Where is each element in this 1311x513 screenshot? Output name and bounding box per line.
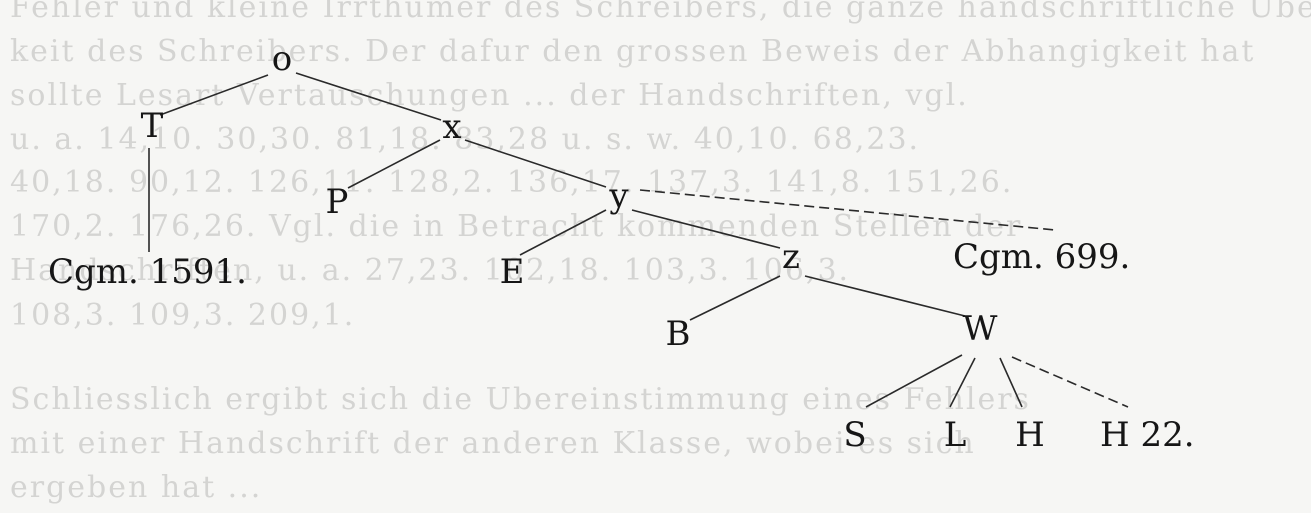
edge-W-H (999, 357, 1023, 408)
edge-x-P (347, 139, 441, 189)
edge-W-S (865, 354, 963, 408)
edge-W-H22 (1011, 356, 1129, 408)
node-x: x (442, 107, 461, 147)
node-H: H (1015, 415, 1045, 455)
edge-z-W (804, 275, 966, 317)
node-B: B (666, 314, 691, 354)
edge-o-T (159, 74, 269, 116)
node-T: T (141, 106, 164, 146)
background-text-line: mit einer Handschrift der anderen Klasse… (10, 426, 976, 461)
background-text-line: keit des Schreibers. Der dafur den gross… (10, 34, 1256, 69)
node-cgm1591: Cgm. 1591. (48, 252, 247, 292)
background-text-line: sollte Lesart Vertauschungen ... der Han… (10, 78, 969, 113)
node-L: L (944, 415, 967, 455)
background-text-line: Schliesslich ergibt sich die Ubereinstim… (10, 382, 1031, 417)
edge-x-y (464, 139, 607, 188)
edge-W-L (949, 357, 976, 408)
background-text-line: 40,18. 90,12. 126,11. 128,2. 136,17. 137… (10, 165, 1014, 200)
edge-y-z (631, 209, 781, 249)
node-E: E (500, 252, 525, 292)
node-cgm699: Cgm. 699. (953, 237, 1130, 277)
node-z: z (782, 237, 800, 277)
node-H22: H 22. (1100, 415, 1195, 455)
edge-o-x (295, 72, 442, 121)
edge-y-E (519, 209, 607, 256)
node-W: W (963, 309, 998, 349)
node-o: o (272, 39, 292, 79)
background-text-line: 170,2. 176,26. Vgl. die in Betracht komm… (10, 209, 1023, 244)
background-text-line: u. a. 14,10. 30,30. 81,18. 83,28 u. s. w… (10, 122, 921, 157)
node-y: y (608, 176, 629, 216)
background-text-line: ergeben hat ... (10, 470, 263, 505)
edge-y-cgm699 (639, 189, 1056, 231)
tree-edges (148, 72, 1129, 408)
background-text-line: Handschriften, u. a. 27,23. 102,18. 103,… (10, 253, 851, 288)
background-text-line: Fehler und kleine Irrthumer des Schreibe… (10, 0, 1311, 25)
edge-z-B (689, 275, 781, 321)
background-text-line: 108,3. 109,3. 209,1. (10, 298, 356, 333)
node-S: S (843, 415, 866, 455)
node-P: P (326, 182, 349, 222)
